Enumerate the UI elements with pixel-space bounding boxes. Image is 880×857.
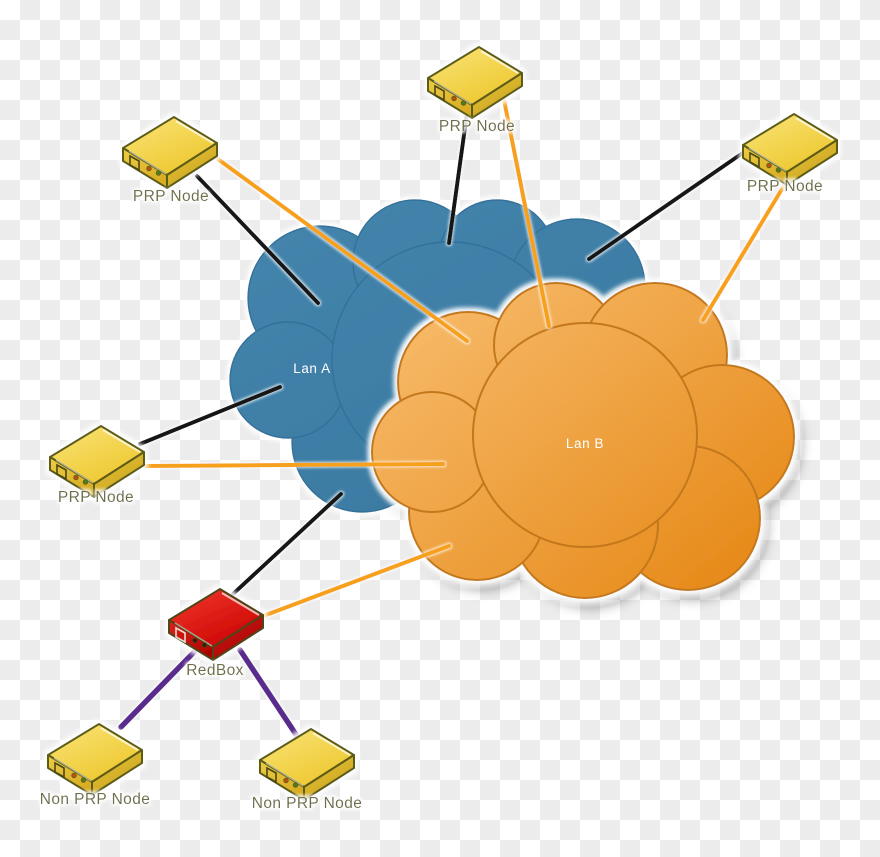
lan-b-bump bbox=[472, 322, 698, 548]
device-highlight bbox=[128, 150, 167, 175]
device-highlight bbox=[102, 429, 141, 453]
device-side-face bbox=[91, 749, 143, 796]
cloud-lan-b bbox=[371, 282, 795, 599]
non-prp-node-left bbox=[47, 723, 143, 796]
link-prp-node-left-lan-b bbox=[144, 462, 445, 468]
device-led-1 bbox=[146, 165, 152, 172]
prp-node-top-center bbox=[427, 46, 523, 119]
device-side-face bbox=[93, 451, 145, 498]
device-highlight bbox=[174, 622, 213, 647]
device-led-2 bbox=[155, 170, 162, 176]
device-highlight bbox=[221, 592, 260, 616]
device-side-face bbox=[166, 142, 218, 189]
prp-node-top-right-label: PRP Node bbox=[747, 178, 823, 195]
lan-b-label: Lan B bbox=[566, 436, 604, 451]
device-highlight bbox=[175, 120, 214, 144]
link-redbox-non-prp-node-center bbox=[237, 647, 300, 739]
device-highlight bbox=[312, 732, 351, 756]
device-led-2 bbox=[80, 777, 87, 783]
link-prp-node-top-left-lan-a bbox=[195, 174, 320, 305]
prp-node-left bbox=[49, 425, 145, 498]
link-prp-node-top-center-lan-b bbox=[502, 98, 551, 328]
link-prp-node-top-right-lan-a bbox=[587, 148, 749, 261]
prp-node-top-right bbox=[742, 113, 838, 186]
device-led-1 bbox=[766, 162, 772, 169]
device-led-1 bbox=[451, 95, 457, 102]
device-port-icon bbox=[266, 766, 277, 784]
device-led-2 bbox=[82, 479, 89, 485]
device-highlight bbox=[53, 757, 92, 782]
device-led-1 bbox=[192, 637, 198, 644]
device-port-icon bbox=[54, 761, 65, 779]
device-highlight bbox=[795, 117, 834, 141]
non-prp-node-center-label: Non PRP Node bbox=[252, 795, 363, 812]
device-side-face bbox=[212, 614, 264, 661]
link-redbox-non-prp-node-left bbox=[118, 645, 201, 730]
device-highlight bbox=[433, 80, 472, 105]
device-side-face bbox=[303, 754, 355, 801]
device-side-face bbox=[786, 139, 838, 186]
device-port-icon bbox=[129, 154, 140, 172]
device-highlight bbox=[265, 762, 304, 787]
prp-node-top-left bbox=[122, 116, 218, 189]
redbox bbox=[168, 588, 264, 661]
lan-a-label: Lan A bbox=[293, 361, 331, 376]
device-highlight bbox=[480, 50, 519, 74]
link-prp-node-left-lan-a bbox=[138, 385, 282, 446]
link-redbox-lan-a bbox=[231, 492, 343, 596]
device-led-1 bbox=[73, 474, 79, 481]
prp-node-top-center-label: PRP Node bbox=[439, 118, 515, 135]
link-prp-node-top-right-lan-b bbox=[701, 182, 787, 322]
device-led-1 bbox=[71, 772, 77, 779]
lan-a-bump bbox=[229, 321, 347, 439]
link-prp-node-top-left-lan-b bbox=[213, 155, 469, 343]
device-port-icon bbox=[175, 626, 186, 644]
device-port-icon bbox=[749, 151, 760, 169]
non-prp-node-center bbox=[259, 728, 355, 801]
device-highlight bbox=[55, 459, 94, 484]
clouds-layer bbox=[229, 199, 795, 599]
links-layer bbox=[118, 98, 787, 739]
device-led-2 bbox=[201, 642, 208, 648]
devices-layer bbox=[47, 46, 838, 801]
prp-node-left-label: PRP Node bbox=[58, 489, 134, 506]
prp-node-top-left-label: PRP Node bbox=[133, 188, 209, 205]
redbox-label: RedBox bbox=[186, 662, 244, 679]
device-led-2 bbox=[292, 782, 299, 788]
device-highlight bbox=[748, 147, 787, 172]
device-port-icon bbox=[434, 84, 445, 102]
device-port-icon bbox=[56, 463, 67, 481]
device-led-2 bbox=[460, 100, 467, 106]
device-highlight bbox=[100, 727, 139, 751]
non-prp-node-left-label: Non PRP Node bbox=[40, 791, 151, 808]
device-led-1 bbox=[283, 777, 289, 784]
link-prp-node-top-center-lan-a bbox=[447, 104, 470, 245]
link-redbox-lan-b bbox=[256, 544, 451, 620]
device-led-2 bbox=[775, 167, 782, 173]
device-side-face bbox=[471, 72, 523, 119]
